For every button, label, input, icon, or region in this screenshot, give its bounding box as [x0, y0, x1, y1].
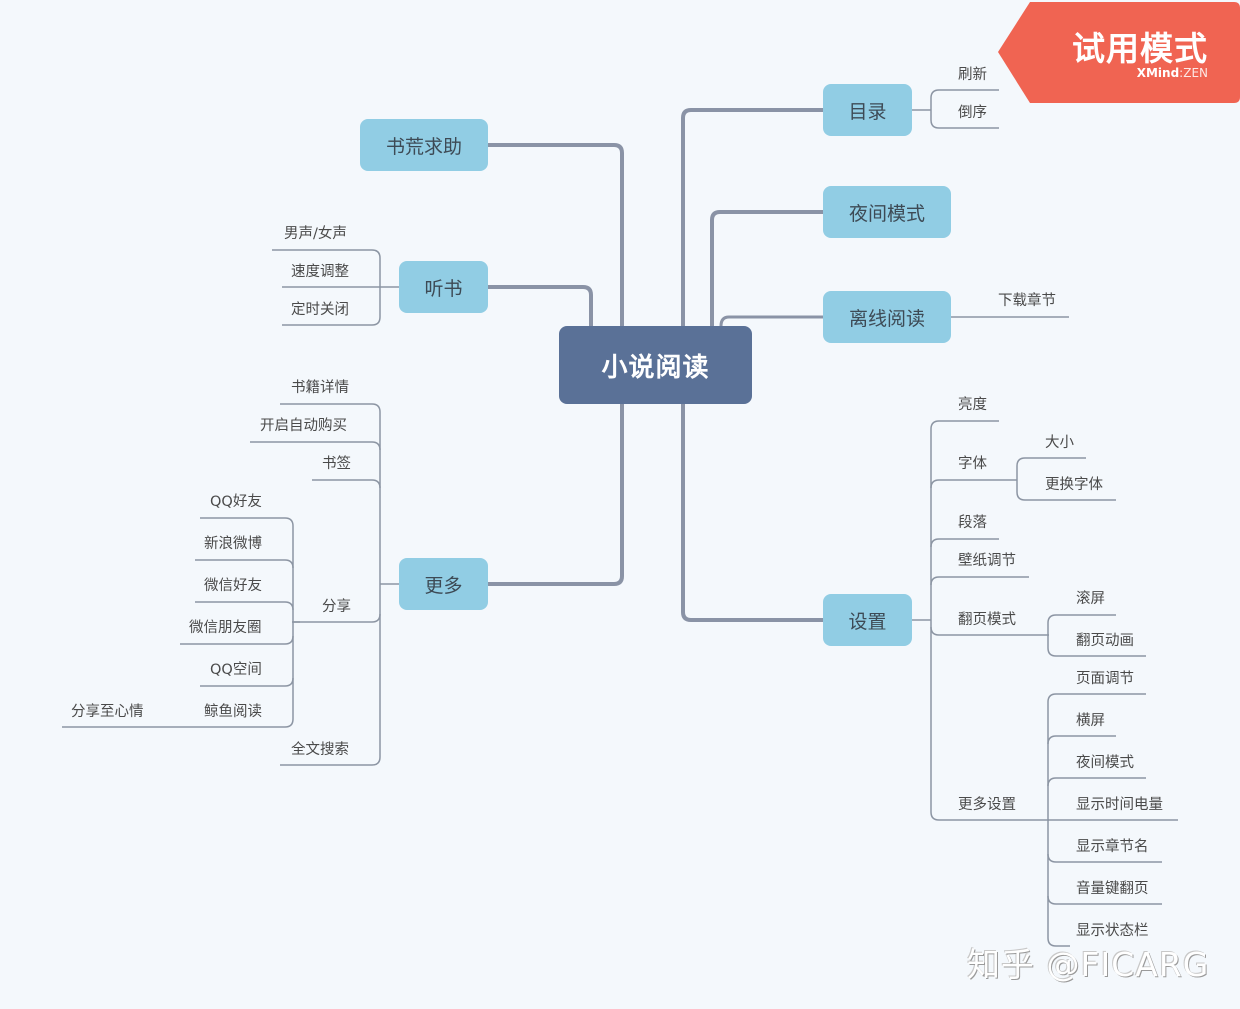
more-volume-key-turn[interactable]: 音量键翻页 [1076, 881, 1149, 897]
zhihu-watermark: 知乎 @FICARG [967, 945, 1210, 984]
more-show-time-battery[interactable]: 显示时间电量 [1076, 797, 1163, 813]
badge-brand: XMind:ZEN [1136, 66, 1208, 80]
badge-arrow-shape [998, 2, 1240, 103]
share-qq-friend[interactable]: QQ好友 [210, 494, 262, 510]
share-wechat-friend[interactable]: 微信好友 [204, 578, 262, 594]
subtopic-bookmark[interactable]: 书签 [322, 456, 351, 472]
topic-settings[interactable]: 设置 [823, 594, 912, 646]
share-qq-zone[interactable]: QQ空间 [210, 662, 262, 678]
more-show-status-bar[interactable]: 显示状态栏 [1076, 923, 1149, 939]
topic-offline-reading[interactable]: 离线阅读 [823, 291, 951, 343]
setting-font[interactable]: 字体 [958, 456, 987, 472]
setting-brightness[interactable]: 亮度 [958, 397, 987, 413]
share-to-mood[interactable]: 分享至心情 [71, 704, 144, 720]
trial-mode-badge[interactable]: 试用模式 XMind:ZEN [998, 2, 1240, 103]
more-night-mode[interactable]: 夜间模式 [1076, 755, 1134, 771]
share-whale-reading[interactable]: 鲸鱼阅读 [204, 704, 262, 720]
subtopic-share[interactable]: 分享 [322, 599, 351, 615]
subtopic-book-details[interactable]: 书籍详情 [291, 380, 349, 396]
topic-book-help[interactable]: 书荒求助 [360, 119, 488, 171]
more-show-chapter-name[interactable]: 显示章节名 [1076, 839, 1149, 855]
subtopic-voice-gender[interactable]: 男声/女声 [284, 226, 347, 242]
more-landscape[interactable]: 横屏 [1076, 713, 1105, 729]
topic-night-mode[interactable]: 夜间模式 [823, 186, 951, 238]
subtopic-speed[interactable]: 速度调整 [291, 264, 349, 280]
share-sina-weibo[interactable]: 新浪微博 [204, 536, 262, 552]
topic-mulu[interactable]: 目录 [823, 84, 912, 136]
subtopic-auto-purchase[interactable]: 开启自动购买 [260, 418, 347, 434]
font-change[interactable]: 更换字体 [1045, 477, 1103, 493]
badge-title: 试用模式 [1072, 29, 1208, 68]
subtopic-refresh[interactable]: 刷新 [958, 67, 987, 83]
subtopic-timer-off[interactable]: 定时关闭 [291, 302, 349, 318]
setting-more[interactable]: 更多设置 [958, 797, 1016, 813]
subtopic-download-chapters[interactable]: 下载章节 [998, 293, 1056, 309]
subtopic-reverse[interactable]: 倒序 [958, 105, 987, 121]
page-turn-scroll[interactable]: 滚屏 [1076, 591, 1105, 607]
font-size[interactable]: 大小 [1045, 435, 1074, 451]
setting-page-turn-mode[interactable]: 翻页模式 [958, 612, 1016, 628]
topic-listen[interactable]: 听书 [399, 261, 488, 313]
share-wechat-moments[interactable]: 微信朋友圈 [189, 620, 262, 636]
setting-paragraph[interactable]: 段落 [958, 515, 987, 531]
setting-wallpaper[interactable]: 壁纸调节 [958, 553, 1016, 569]
subtopic-fulltext-search[interactable]: 全文搜索 [291, 742, 349, 758]
topic-more[interactable]: 更多 [399, 558, 488, 610]
more-page-adjust[interactable]: 页面调节 [1076, 671, 1134, 687]
page-turn-animation[interactable]: 翻页动画 [1076, 633, 1134, 649]
central-topic[interactable]: 小说阅读 [559, 326, 752, 404]
